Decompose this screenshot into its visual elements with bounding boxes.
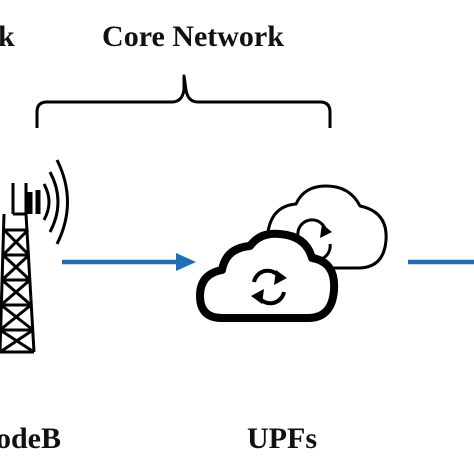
left-partial-top-label: k [0,20,15,53]
left-partial-bottom-label: odeB [0,422,61,455]
upfs-label: UPFs [247,422,317,455]
right-arrow-icon [62,253,196,271]
core-network-label: Core Network [102,20,284,53]
cell-tower-icon [0,159,69,354]
cloud-sync-icon [196,229,339,322]
curly-brace-icon [35,74,332,128]
